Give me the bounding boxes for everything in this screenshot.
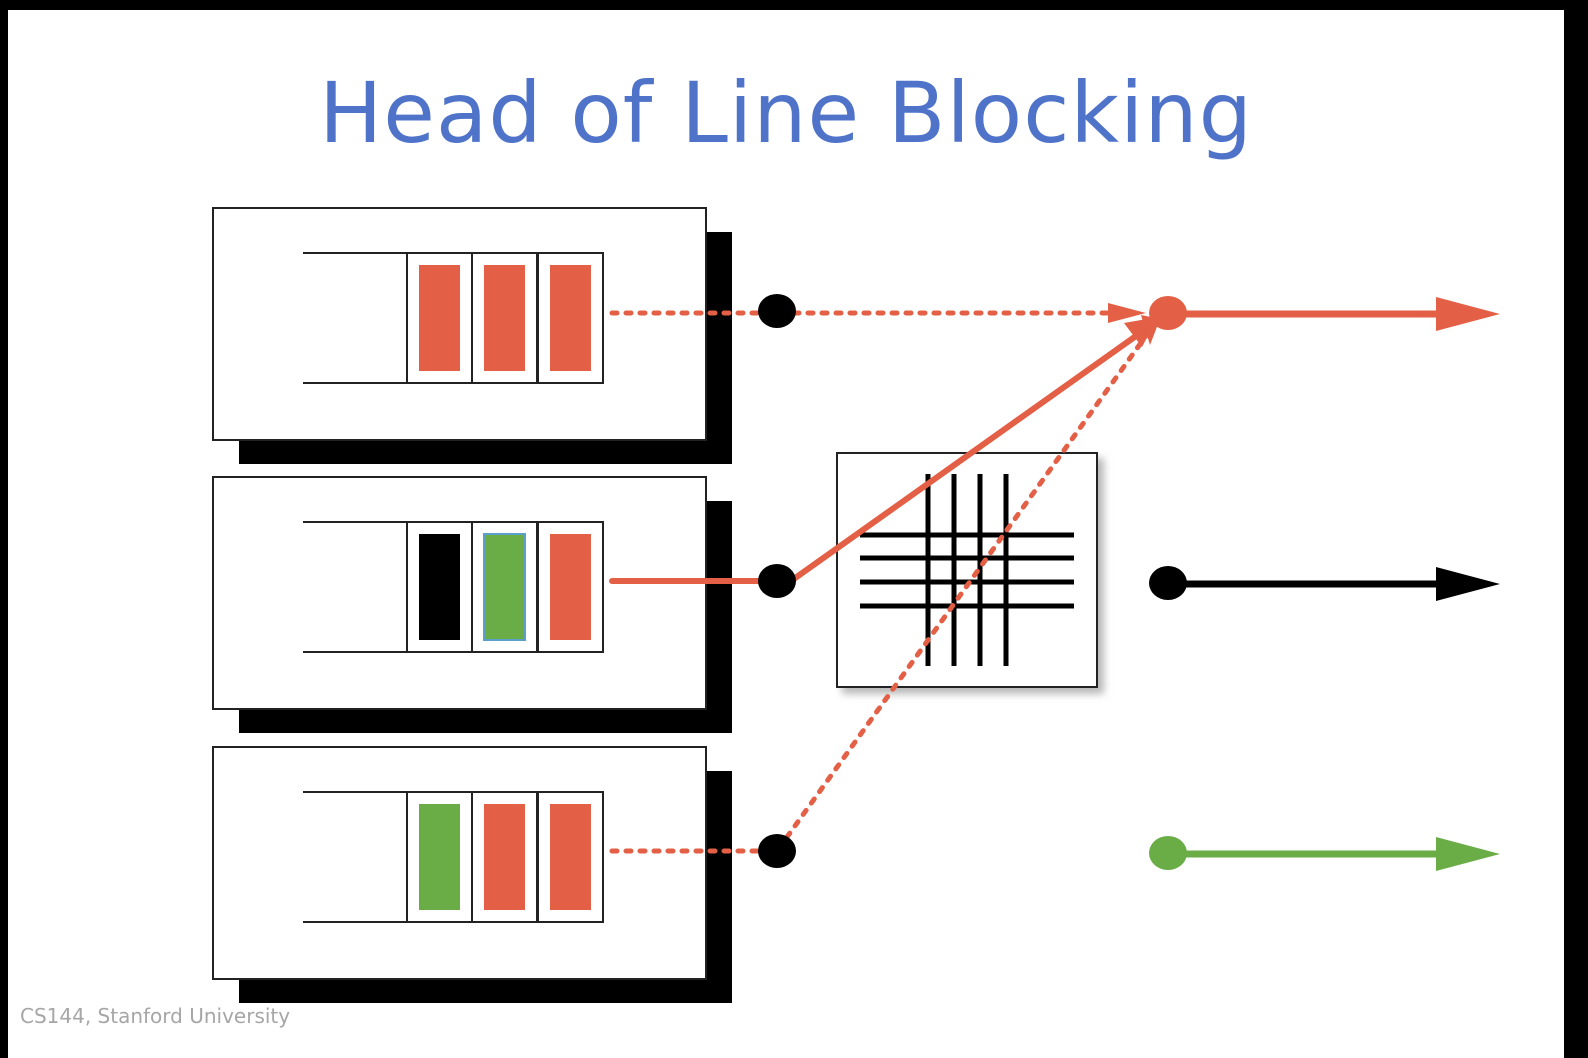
output-port-2 (1149, 566, 1500, 601)
packet-slot (537, 791, 604, 923)
packet-red (484, 265, 525, 371)
packet-slot (537, 252, 604, 384)
packet-red (550, 265, 591, 371)
hol-blocking-diagram (212, 207, 1500, 1003)
input-port-3 (212, 746, 732, 1003)
packet-black (419, 534, 460, 640)
input-port-dot (758, 834, 796, 868)
output-port-dot (1149, 296, 1187, 330)
packet-slot (537, 521, 604, 653)
arrowhead-icon (1108, 303, 1146, 323)
output-port-3 (1149, 836, 1500, 871)
arrowhead-icon (1436, 297, 1500, 331)
input-port-dot (758, 564, 796, 598)
crossbar-switch (836, 452, 1098, 688)
slide-title: Head of Line Blocking (319, 64, 1253, 162)
arrowhead-icon (1436, 567, 1500, 601)
packet-red (484, 804, 525, 910)
output-port-1 (1149, 296, 1500, 331)
arrowhead-icon (1436, 837, 1500, 871)
output-port-dot (1149, 566, 1187, 600)
input-port-box (212, 746, 707, 980)
input-port-dot (758, 294, 796, 328)
input-port-1 (212, 207, 732, 464)
slide: Head of Line Blocking CS144, Sta (8, 10, 1564, 1058)
packet-red (550, 804, 591, 910)
input-port-2 (212, 476, 732, 733)
packet-green (483, 533, 526, 641)
dotted-link-3 (609, 330, 1151, 854)
packet-red (419, 265, 460, 371)
packet-green (419, 804, 460, 910)
packet-red (550, 534, 591, 640)
output-port-dot (1149, 836, 1187, 870)
slide-footer: CS144, Stanford University (20, 1004, 291, 1028)
